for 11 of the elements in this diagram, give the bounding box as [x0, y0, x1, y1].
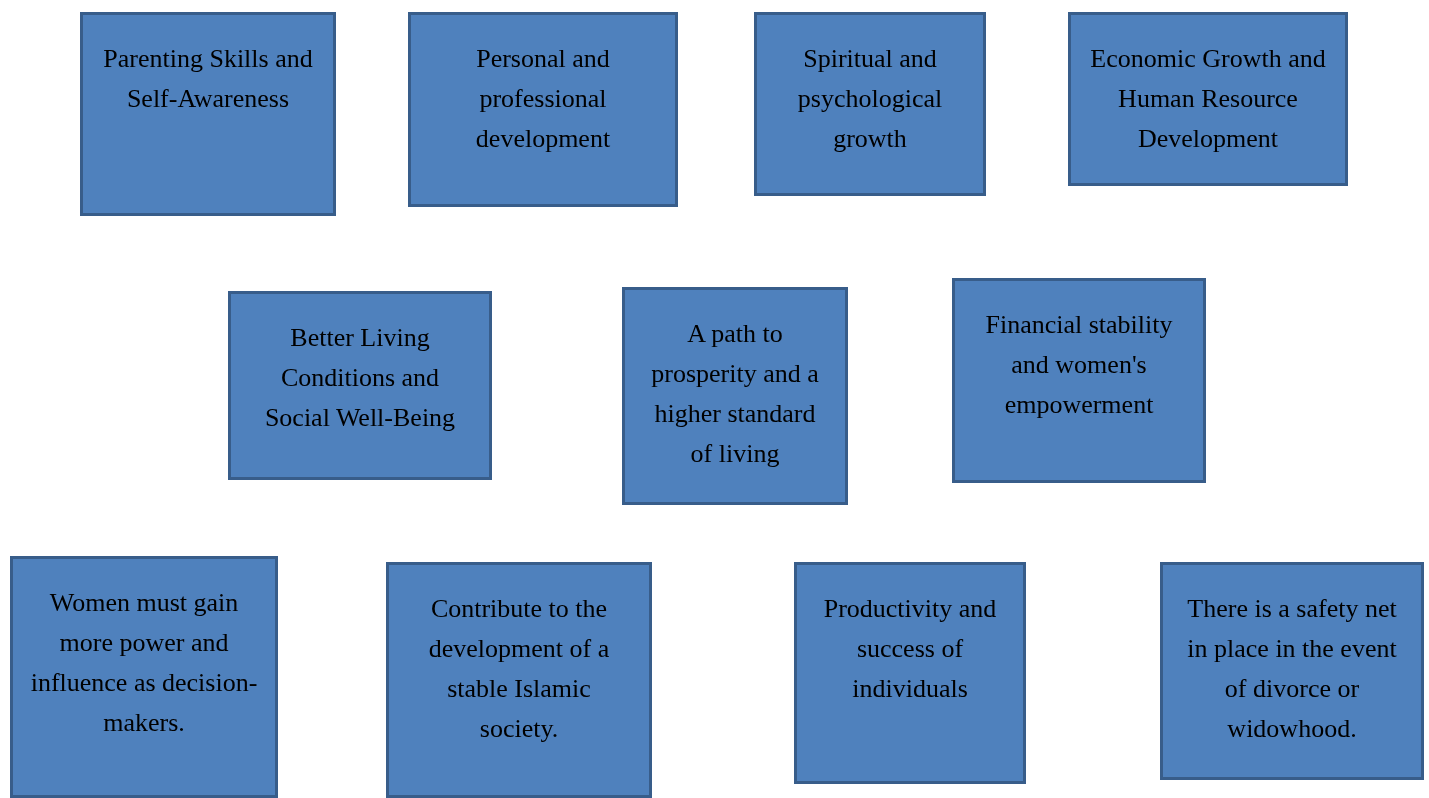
text-box: Economic Growth and Human Resource Development: [1068, 12, 1348, 186]
text-box: A path to prosperity and a higher standard of living: [622, 287, 848, 505]
text-box: There is a safety net in place in the event of divorce or widowhood.: [1160, 562, 1424, 780]
text-box: Parenting Skills and Self-Awareness: [80, 12, 336, 216]
text-box: Women must gain more power and influence as decision-makers.: [10, 556, 278, 798]
text-box: Productivity and success of individuals: [794, 562, 1026, 784]
text-box: Spiritual and psychological growth: [754, 12, 986, 196]
text-box: Contribute to the development of a stable Islamic society.: [386, 562, 652, 798]
text-box: Better Living Conditions and Social Well-Being: [228, 291, 492, 480]
text-box: Financial stability and women's empowerment: [952, 278, 1206, 483]
text-box: Personal and professional development: [408, 12, 678, 207]
